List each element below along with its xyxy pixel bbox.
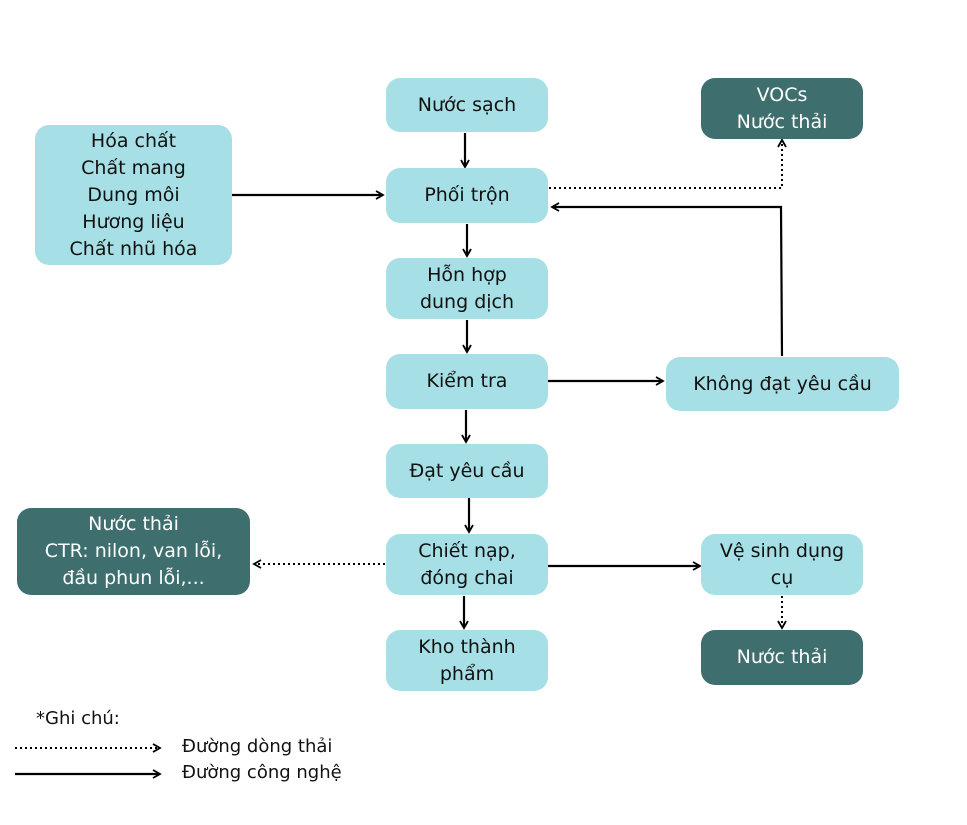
node-line: Không đạt yêu cầu	[693, 372, 872, 395]
legend-title: *Ghi chú:	[36, 708, 120, 729]
node-nuoc-sach: Nước sạch	[386, 78, 548, 132]
node-line: phẩm	[439, 662, 495, 685]
node-line: Dung môi	[87, 183, 180, 206]
node-line: Đạt yêu cầu	[409, 459, 525, 482]
node-line: dung dịch	[419, 290, 515, 313]
node-line: Kiểm tra	[426, 370, 508, 392]
node-kho-thanh-pham: Kho thành phẩm	[386, 630, 548, 691]
node-line: Nước thải	[736, 110, 828, 133]
node-hoa-chat: Hóa chất Chất mang Dung môi Hương liệu C…	[35, 125, 232, 265]
node-line: CTR: nilon, van lỗi,	[44, 540, 223, 562]
arrow-khong-dat-back-to-phoi-tron	[550, 202, 784, 357]
node-nuoc-thai-ctr: Nước thải CTR: nilon, van lỗi, đầu phun …	[17, 508, 250, 595]
node-line: VOCs	[756, 83, 808, 106]
node-nuoc-thai: Nước thải	[701, 630, 863, 685]
node-line: Hỗn hợp	[427, 263, 507, 286]
node-line: đóng chai	[420, 566, 514, 589]
node-line: Vệ sinh dụng	[719, 539, 845, 562]
node-dat-yeu-cau: Đạt yêu cầu	[386, 444, 548, 498]
node-line: Hương liệu	[82, 210, 185, 233]
node-vocs: VOCs Nước thải	[701, 78, 863, 139]
node-line: Phối trộn	[424, 184, 510, 206]
legend-process-label: Đường công nghệ	[182, 762, 342, 783]
node-line: Nước sạch	[417, 93, 517, 116]
node-chiet-nap: Chiết nạp, đóng chai	[386, 534, 548, 595]
node-line: đầu phun lỗi,...	[62, 567, 205, 589]
node-kiem-tra: Kiểm tra	[386, 354, 548, 409]
waste-arrow-phoi-tron-to-vocs	[549, 138, 787, 189]
node-ve-sinh-dung-cu: Vệ sinh dụng cụ	[701, 534, 863, 595]
node-line: Nước thải	[736, 646, 828, 668]
node-line: cụ	[770, 566, 794, 589]
node-hon-hop: Hỗn hợp dung dịch	[386, 258, 548, 319]
node-phoi-tron: Phối trộn	[386, 168, 548, 223]
node-khong-dat-yeu-cau: Không đạt yêu cầu	[666, 357, 899, 411]
node-line: Kho thành	[418, 635, 516, 658]
node-line: Hóa chất	[90, 129, 177, 152]
node-line: Nước thải	[88, 513, 179, 535]
node-line: Chất nhũ hóa	[69, 237, 198, 260]
node-line: Chất mang	[81, 156, 186, 179]
legend-waste-label: Đường dòng thải	[182, 736, 333, 757]
node-line: Chiết nạp,	[418, 539, 516, 562]
